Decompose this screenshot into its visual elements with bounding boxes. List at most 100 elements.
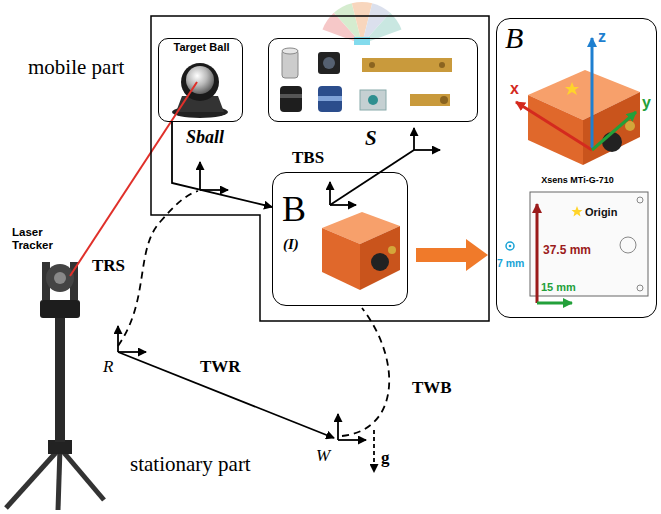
- region-heading: mobile part: [28, 55, 124, 79]
- sensor-images: [368, 95, 378, 105]
- sensor-images: [369, 62, 375, 68]
- axis-label: z: [598, 28, 606, 46]
- device-label: Laser Tracker: [12, 226, 68, 252]
- sensor-images: [323, 57, 335, 69]
- imu-axes-image: [625, 121, 635, 131]
- imu-drawing: [637, 285, 643, 291]
- imu-axes-image: [565, 82, 579, 95]
- laser-tracker: [46, 264, 74, 292]
- region-outline: [150, 15, 490, 322]
- frame-label: B: [505, 21, 523, 56]
- imu-image: [322, 228, 360, 290]
- frame-label: Sball: [186, 127, 224, 148]
- region-outline: [151, 16, 489, 321]
- transform-label: TRS: [92, 256, 125, 276]
- sensor-images: [280, 48, 452, 112]
- sensor-images: [280, 94, 302, 98]
- sensor-images: [360, 90, 386, 110]
- dimension-label: 7 mm: [497, 257, 524, 269]
- laser-tracker: [40, 300, 80, 318]
- imu-drawing: [620, 237, 636, 253]
- sensor-images: [318, 96, 342, 101]
- laser-tracker: [48, 440, 72, 454]
- box-title: Target Ball: [173, 41, 229, 54]
- transform-arrow: [172, 122, 272, 207]
- coordinate-frames: [199, 162, 201, 190]
- imu-axes-image: [591, 38, 594, 150]
- mobile-part-region: mobile partTarget BallSballSB(I): [150, 15, 490, 322]
- sensor-images: [439, 62, 445, 68]
- sensor-images: [280, 86, 302, 112]
- coordinate-frames: [117, 326, 119, 352]
- imu-drawing: [572, 206, 583, 217]
- zoom-arrow: [416, 239, 488, 271]
- laser-tracker: [58, 448, 60, 510]
- dimension-label: 37.5 mm: [543, 244, 591, 258]
- laser-beam: [70, 82, 197, 276]
- frame-label: S: [365, 126, 377, 150]
- imu-detail-box: B Xsens MTi-G-710: [496, 18, 657, 318]
- imu-image: [388, 246, 396, 254]
- coordinate-frames: [414, 149, 440, 151]
- imu-drawing: [506, 192, 648, 303]
- coordinate-frames: [413, 128, 415, 150]
- model-name: Xsens MTi-G-710: [541, 175, 613, 185]
- sensor-images: [282, 48, 298, 54]
- target-ball-box: Target BallSball: [158, 38, 243, 122]
- imu-axes-image: [528, 95, 583, 165]
- imu-drawing: [536, 204, 539, 303]
- frame-label: B: [282, 189, 306, 230]
- sensor-images: [362, 58, 452, 72]
- transform-label: TWR: [200, 357, 241, 377]
- coordinate-frames: [118, 352, 334, 438]
- coordinate-frames: [342, 308, 389, 436]
- imu-axes-image: [602, 132, 622, 152]
- axis-label: x: [510, 80, 519, 98]
- imu-image: [322, 212, 400, 290]
- gravity-label: g: [381, 448, 390, 468]
- laser-tracker: [6, 262, 104, 510]
- frame-label: R: [103, 357, 113, 377]
- target-ball-image: [186, 66, 214, 94]
- sensor-images: [410, 94, 450, 106]
- imu-drawing: [509, 245, 512, 248]
- sensor-images: [318, 52, 340, 74]
- imu-box: B (I): [272, 172, 408, 306]
- imu-image: [360, 226, 400, 290]
- imu-axes-image: [516, 38, 640, 165]
- frame-label: W: [316, 446, 330, 466]
- coordinate-frames: [329, 182, 331, 205]
- coordinate-frames: [330, 204, 356, 206]
- coordinate-frames: [118, 351, 146, 353]
- coordinate-frames: [330, 150, 414, 205]
- axis-label: y: [642, 94, 651, 112]
- origin-label: Origin: [585, 206, 617, 219]
- coordinate-frames: [118, 128, 440, 472]
- target-ball-image: [172, 63, 228, 118]
- target-ball-image: [181, 63, 219, 101]
- imu-axes-image: [516, 102, 592, 150]
- laser-tracker: [60, 448, 104, 500]
- laser-tracker: [54, 272, 66, 284]
- transform-label: TWB: [412, 378, 452, 398]
- imu-drawing: [537, 302, 572, 305]
- imu-image: [371, 253, 389, 271]
- coordinate-frames: [373, 430, 375, 472]
- imu-drawing: [530, 192, 648, 296]
- frame-note: (I): [283, 236, 299, 253]
- imu-axes-image: [592, 112, 636, 150]
- coordinate-frames: [338, 439, 366, 441]
- sensor-images: [318, 86, 342, 112]
- transform-label: TBS: [290, 148, 326, 168]
- sensor-images: [440, 96, 448, 104]
- region-heading: stationary part: [130, 452, 251, 476]
- dimension-label: 15 mm: [541, 281, 576, 294]
- imu-drawing: [637, 197, 643, 203]
- sensor-box: S: [268, 38, 478, 122]
- imu-drawing: [506, 242, 514, 250]
- laser-tracker: [55, 318, 65, 442]
- coordinate-frames: [337, 414, 339, 440]
- laser-tracker: [6, 448, 60, 508]
